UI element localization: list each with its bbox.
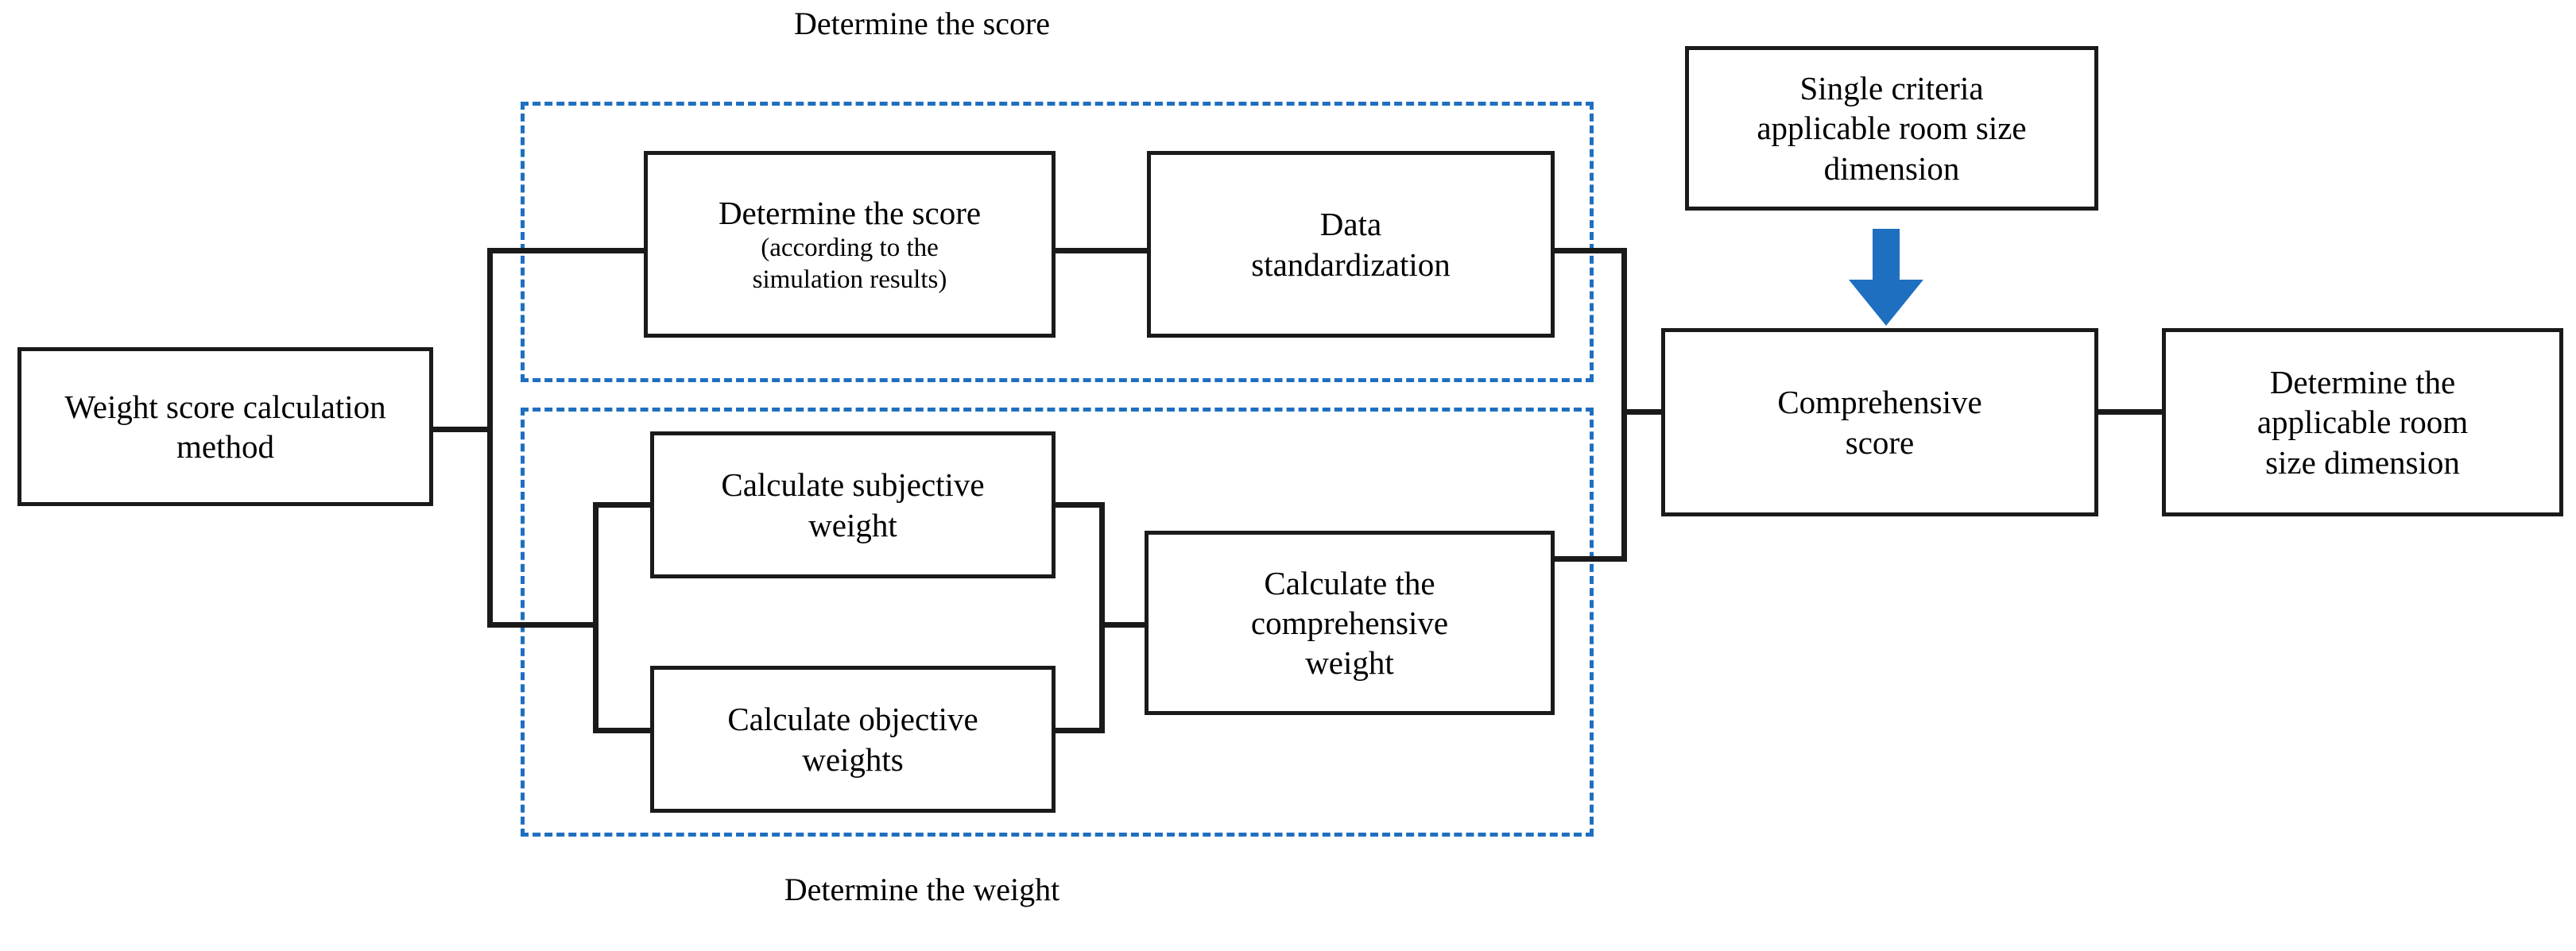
node-determine-applicable-room-size-dimension[interactable]: Determine the applicable room size dimen… xyxy=(2162,328,2563,516)
connector-weight-to-bracket xyxy=(433,427,493,432)
node-label-line-1: Calculate the xyxy=(1264,564,1435,601)
node-label-line-2: comprehensive xyxy=(1250,604,1449,641)
node-label-line-1: Comprehensive xyxy=(1777,384,1982,421)
node-label-line-2: weight xyxy=(808,506,897,543)
connector-compweight-to-bracket xyxy=(1554,556,1627,562)
node-label-line-3: dimension xyxy=(1823,149,1960,187)
node-label-line-1: Data xyxy=(1319,206,1382,243)
connector-inner-to-subjective xyxy=(593,502,657,508)
connector-left-outer-bracket xyxy=(487,248,493,628)
node-label: Weight score calculation method xyxy=(64,388,386,465)
node-label-sub-2: simulation results) xyxy=(752,265,947,294)
node-label-line-2: standardization xyxy=(1251,245,1451,283)
connector-subjective-to-merge xyxy=(1054,502,1105,508)
node-label-line-1: Single criteria xyxy=(1799,70,1984,107)
node-calculate-objective-weights[interactable]: Calculate objective weights xyxy=(650,666,1056,813)
connector-merge-to-comprehensive-weight xyxy=(1099,622,1147,628)
node-label-line-2: weights xyxy=(802,740,904,778)
connector-inner-to-objective xyxy=(593,728,657,733)
connector-bracket-to-inner-bracket xyxy=(487,622,598,628)
node-determine-the-score[interactable]: Determine the score (according to the si… xyxy=(644,151,1056,338)
node-label-line-2: applicable room size xyxy=(1757,110,2027,147)
node-label-line-1: Calculate objective xyxy=(727,701,978,738)
connector-bracket-to-comprehensive-score xyxy=(1621,409,1665,415)
node-label-line-3: size dimension xyxy=(2265,443,2460,481)
node-label-main: Determine the score xyxy=(718,194,982,231)
node-label-line-2: applicable room xyxy=(2256,404,2469,441)
node-single-criteria-applicable-room-size-dimension[interactable]: Single criteria applicable room size dim… xyxy=(1685,46,2098,211)
dashed-region-determine-score xyxy=(521,102,1594,382)
connector-bracket-to-determine-score xyxy=(487,248,650,253)
node-label-line-1: Calculate subjective xyxy=(721,466,985,504)
node-comprehensive-score[interactable]: Comprehensive score xyxy=(1661,328,2098,516)
node-weight-score-calculation-method[interactable]: Weight score calculation method xyxy=(17,347,433,506)
group-caption-determine-score: Determine the score xyxy=(793,6,1051,41)
node-label-line-1: Determine the xyxy=(2269,364,2456,401)
connector-score-to-standardization xyxy=(1054,248,1149,253)
arrow-down-icon xyxy=(1842,229,1930,326)
node-label-sub-1: (according to the xyxy=(761,233,939,262)
connector-score-to-dimension xyxy=(2094,409,2166,415)
connector-objective-to-merge xyxy=(1054,728,1105,733)
node-calculate-subjective-weight[interactable]: Calculate subjective weight xyxy=(650,431,1056,578)
connector-right-outer-bracket xyxy=(1621,248,1627,562)
connector-right-inner-bracket xyxy=(1099,502,1105,733)
connector-standardization-to-bracket xyxy=(1554,248,1627,253)
node-data-standardization[interactable]: Data standardization xyxy=(1147,151,1555,338)
node-calculate-comprehensive-weight[interactable]: Calculate the comprehensive weight xyxy=(1145,531,1555,715)
connector-left-inner-bracket xyxy=(593,502,598,733)
node-label-line-2: score xyxy=(1845,423,1915,461)
group-caption-determine-weight: Determine the weight xyxy=(784,872,1060,907)
node-label-line-3: weight xyxy=(1305,644,1394,681)
